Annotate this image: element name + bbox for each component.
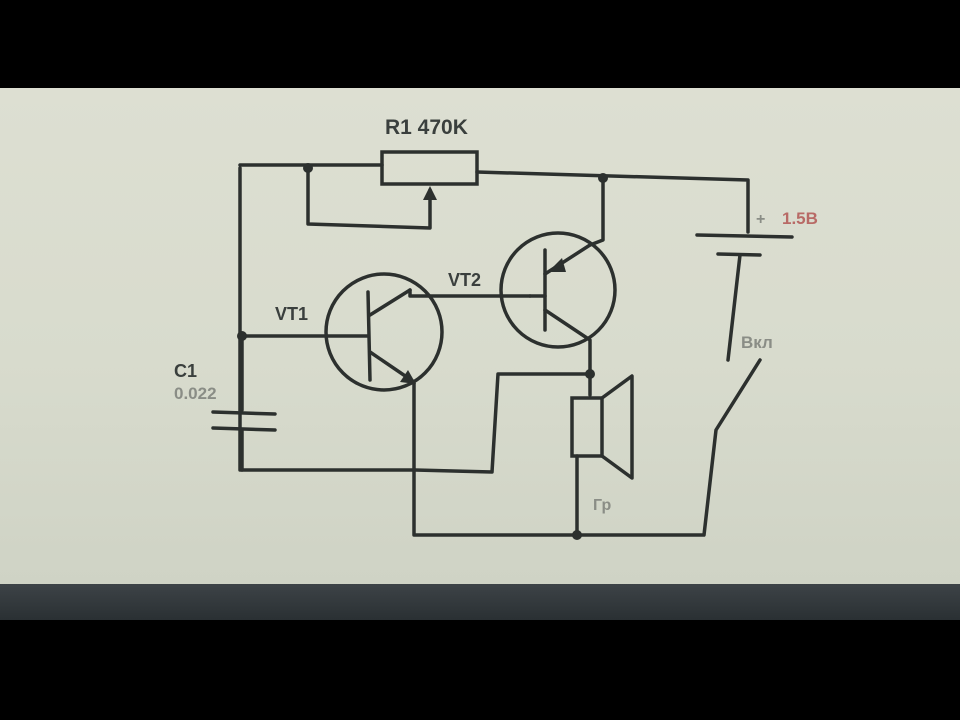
wire-pot-wiper <box>306 166 432 230</box>
wire-vt1-vt2 <box>408 288 532 298</box>
speaker-label: Гр <box>593 497 611 514</box>
capacitor-name: C1 <box>174 361 197 381</box>
battery-plus: + <box>756 211 765 228</box>
wire-c1-loop <box>413 372 592 474</box>
wire-speaker-bottom <box>575 358 762 537</box>
switch-label: Вкл <box>741 333 773 352</box>
vt2-emitter-arrow <box>548 258 566 272</box>
junction-dot <box>303 163 313 173</box>
capacitor-value: 0.022 <box>174 384 217 403</box>
resistor-label: R1 470K <box>385 116 468 139</box>
speaker-cone <box>600 374 634 480</box>
transistor2-label: VT2 <box>448 270 481 290</box>
vt1-emitter <box>368 350 577 537</box>
vt2-collector <box>543 308 592 397</box>
resistor-r1 <box>380 150 479 186</box>
transistor-vt2 <box>499 231 617 349</box>
transistor-vt1 <box>324 272 444 392</box>
wire-vt2-top <box>588 176 605 247</box>
vt1-collector <box>368 288 412 317</box>
battery-voltage: 1.5B <box>782 209 818 228</box>
capacitor-plate-bottom <box>211 426 277 432</box>
battery-plate-long <box>695 233 794 239</box>
wire-top-left <box>238 166 417 472</box>
capacitor-plate-top <box>211 410 277 416</box>
wire-battery-switch <box>726 253 742 362</box>
wire-top-right <box>475 170 750 234</box>
pot-wiper-arrow <box>423 186 437 200</box>
monitor-bezel <box>0 584 960 620</box>
vt1-emitter-arrow <box>400 370 416 384</box>
transistor1-label: VT1 <box>275 304 308 324</box>
speaker-body <box>570 396 604 458</box>
